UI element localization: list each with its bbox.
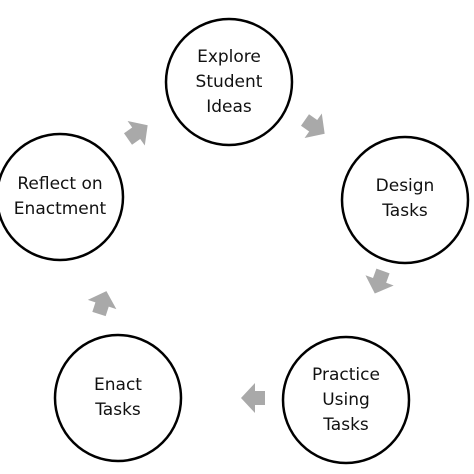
node-practice-using-tasks: Practice Using Tasks (281, 335, 411, 465)
node-circle (164, 17, 294, 147)
node-label-line: Explore (197, 47, 261, 67)
node-explore-student-ideas: Explore Student Ideas (164, 17, 294, 147)
arrow-enact-to-reflect (87, 291, 117, 317)
node-reflect-on-enactment: Reflect on Enactment (0, 132, 125, 262)
arrow-practice-to-enact (241, 383, 265, 413)
node-design-tasks: Design Tasks (340, 135, 470, 265)
node-circle (53, 333, 183, 463)
node-enact-tasks: Enact Tasks (53, 333, 183, 463)
node-label-line: Ideas (206, 97, 252, 117)
node-label-line: Using (322, 390, 370, 410)
node-label-line: Student (196, 72, 263, 92)
node-circle (281, 335, 411, 465)
node-label-line: Reflect on (17, 174, 102, 194)
node-label-line: Enact (94, 375, 142, 395)
node-circle (340, 135, 470, 265)
node-label-line: Practice (312, 365, 380, 385)
arrow-explore-to-design (300, 113, 325, 139)
node-label-line: Design (376, 176, 435, 196)
node-label-line: Tasks (322, 415, 369, 435)
arrow-design-to-practice (365, 268, 394, 294)
node-circle (0, 132, 125, 262)
node-label-line: Tasks (94, 400, 141, 420)
node-label-line: Enactment (14, 199, 107, 219)
node-label-line: Tasks (381, 201, 428, 221)
arrow-reflect-to-explore (123, 120, 148, 146)
